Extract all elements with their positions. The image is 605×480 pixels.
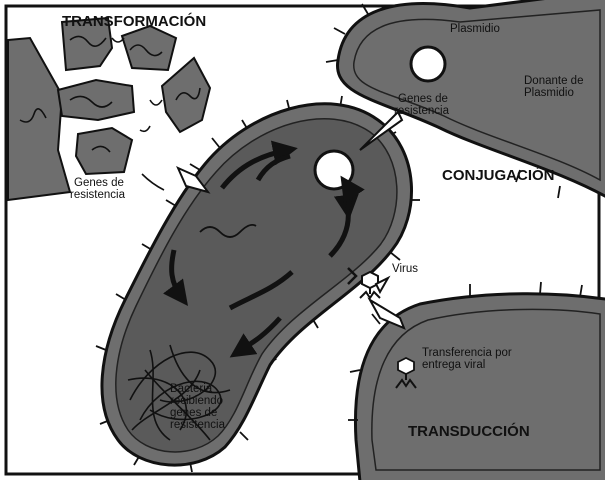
donor-label-line1: Donante de [524, 75, 583, 87]
free-genes-label-line2: resistencia [70, 189, 126, 201]
pointer-arrow-icon [176, 166, 211, 194]
cell-debris-fragment-icon [56, 78, 136, 122]
donor-label-line2: Plasmidio [524, 87, 574, 99]
pointer-arrow-icon [359, 110, 404, 151]
plasmid-ring-icon [409, 45, 447, 83]
free-genes-label-line1: Genes de [74, 177, 124, 189]
transduction-bacterium [348, 281, 605, 480]
transduction-heading: TRANSDUCCIÓN [408, 422, 530, 440]
cell-debris-fragment-icon [7, 36, 72, 202]
conjugation-heading: CONJUGACIÓN [442, 166, 555, 184]
donor-genes-label-line1: Genes de [398, 93, 448, 105]
recipient-label-line1: Bacteria [170, 383, 213, 395]
cell-debris-fragment-icon [160, 56, 212, 134]
virus-icon [347, 267, 381, 300]
incorporated-dna-strand [199, 223, 257, 238]
virus-label: Virus [392, 263, 418, 275]
donor-genes-label-line2: resistencia [394, 105, 450, 117]
pointer-arrows [176, 110, 406, 330]
chromosome-tangle [127, 344, 231, 441]
recipient-bacterium [95, 95, 420, 473]
transformation-heading: TRANSFORMACIÓN [62, 12, 206, 30]
cell-debris-fragment-icon [74, 126, 134, 176]
recipient-label-line3: genes de [170, 407, 217, 419]
virus-icon [395, 356, 417, 389]
recipient-label-line4: resistencia [170, 419, 226, 431]
donor-bacterium [325, 0, 605, 199]
plasmid-label: Plasmidio [450, 23, 500, 35]
cell-debris-fragment-icon [60, 16, 114, 72]
free-dna-strands [19, 35, 201, 191]
cell-debris-fragment-icon [120, 24, 178, 72]
lysed-cell-debris [7, 16, 212, 202]
recipient-label-line2: recibiendo [170, 395, 223, 407]
viral-transfer-label-line2: entrega viral [422, 359, 485, 371]
viral-transfer-label-line1: Transferencia por [422, 347, 512, 359]
cycle-arrow-icon [163, 140, 365, 358]
pointer-arrow-icon [367, 297, 406, 330]
pointer-arrow-icon [374, 275, 391, 295]
